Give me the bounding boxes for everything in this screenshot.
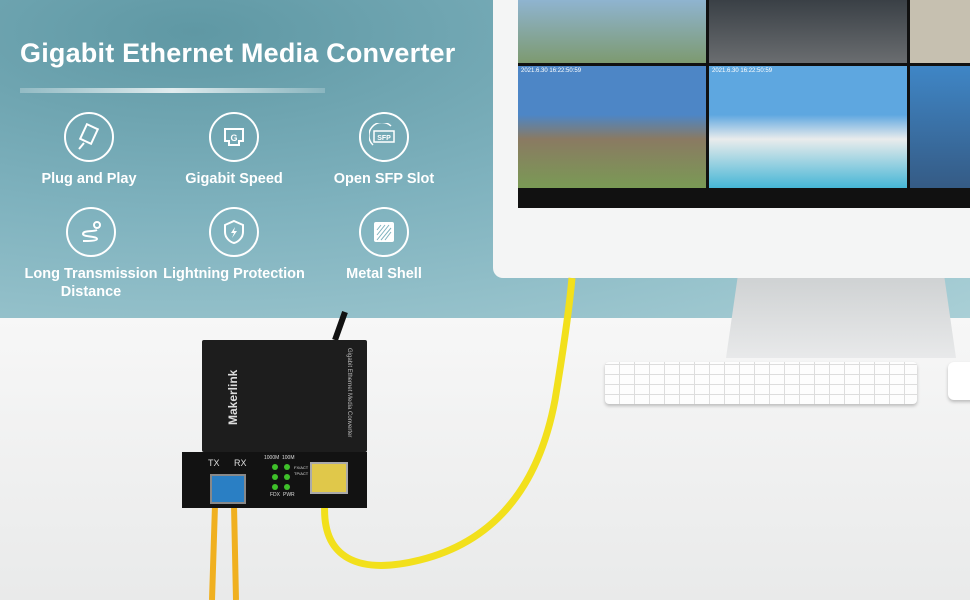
camera-feed — [709, 0, 907, 63]
feature-gigabit-speed: G Gigabit Speed — [159, 112, 309, 188]
camera-timestamp: 2021.6.30 16:22:50:59 — [521, 68, 582, 74]
pwr-label: PWR — [283, 492, 295, 498]
speed-label: 100M — [282, 455, 295, 461]
feature-label: Plug and Play — [41, 171, 137, 187]
brand-logo: Makerlink — [226, 369, 240, 425]
power-cable — [332, 310, 348, 342]
camera-feed: 2021.6.30 16:22:50:59 — [709, 66, 907, 188]
route-distance-icon — [66, 207, 116, 257]
yellow-ethernet-cable — [321, 277, 576, 569]
led-indicator — [284, 464, 290, 470]
sfp-fiber-port[interactable] — [210, 474, 246, 504]
feature-label: Metal Shell — [346, 266, 422, 282]
svg-text:SFP: SFP — [377, 135, 391, 142]
feature-lightning-protection: Lightning Protection — [159, 207, 309, 283]
device-front-panel: TX RX 1000M 100M FX/ACT TP/ACT FDX PWR — [182, 452, 367, 508]
led-indicator — [272, 464, 278, 470]
monitor-stand — [726, 278, 956, 358]
feature-label: Long Transmission Distance — [24, 266, 158, 300]
camera-timestamp: 2021.6.30 16:22:50:59 — [712, 68, 773, 74]
feature-label: Gigabit Speed — [185, 171, 283, 187]
feature-label: Open SFP Slot — [333, 171, 435, 187]
metal-shell-icon — [359, 207, 409, 257]
feature-long-transmission: Long Transmission Distance — [16, 207, 166, 301]
feature-metal-shell: Metal Shell — [309, 207, 459, 283]
led-indicator — [272, 484, 278, 490]
mouse — [948, 362, 970, 400]
keyboard — [605, 362, 917, 404]
feature-label: Lightning Protection — [163, 266, 305, 282]
fx-act-label: FX/ACT — [294, 465, 309, 470]
led-indicator — [284, 474, 290, 480]
feature-plug-and-play: Plug and Play — [14, 112, 164, 188]
device-name-label: Gigabit Ethernet Media Converter — [346, 348, 352, 438]
rj45-port[interactable] — [310, 462, 348, 494]
fdx-label: FDX — [270, 492, 280, 498]
device-top: Makerlink Gigabit Ethernet Media Convert… — [202, 340, 367, 452]
title-underline — [20, 88, 325, 93]
shield-lightning-icon — [209, 207, 259, 257]
camera-feed: 2021.6.30 16:22:50:59 — [518, 66, 706, 188]
tp-act-label: TP/ACT — [294, 471, 309, 476]
computer-monitor: 2021.6.30 16:22:50:59 2021.6.30 16:22:50… — [493, 0, 970, 278]
gigabit-port-icon: G — [209, 112, 259, 162]
speed-label: 1000M — [264, 455, 280, 461]
rx-label: RX — [234, 458, 247, 468]
media-converter: Makerlink Gigabit Ethernet Media Convert… — [182, 340, 367, 508]
svg-text:G: G — [230, 133, 237, 143]
monitor-screen: 2021.6.30 16:22:50:59 2021.6.30 16:22:50… — [518, 0, 970, 208]
led-indicator — [272, 474, 278, 480]
led-indicator — [284, 484, 290, 490]
tx-label: TX — [208, 458, 220, 468]
sfp-slot-icon: SFP — [359, 112, 409, 162]
feature-open-sfp-slot: SFP Open SFP Slot — [309, 112, 459, 188]
page-title: Gigabit Ethernet Media Converter — [20, 38, 456, 68]
camera-feed — [518, 0, 706, 63]
camera-feed — [910, 0, 970, 63]
camera-feed — [910, 66, 970, 188]
ethernet-plug-icon — [64, 112, 114, 162]
fiber-cable — [209, 504, 239, 600]
